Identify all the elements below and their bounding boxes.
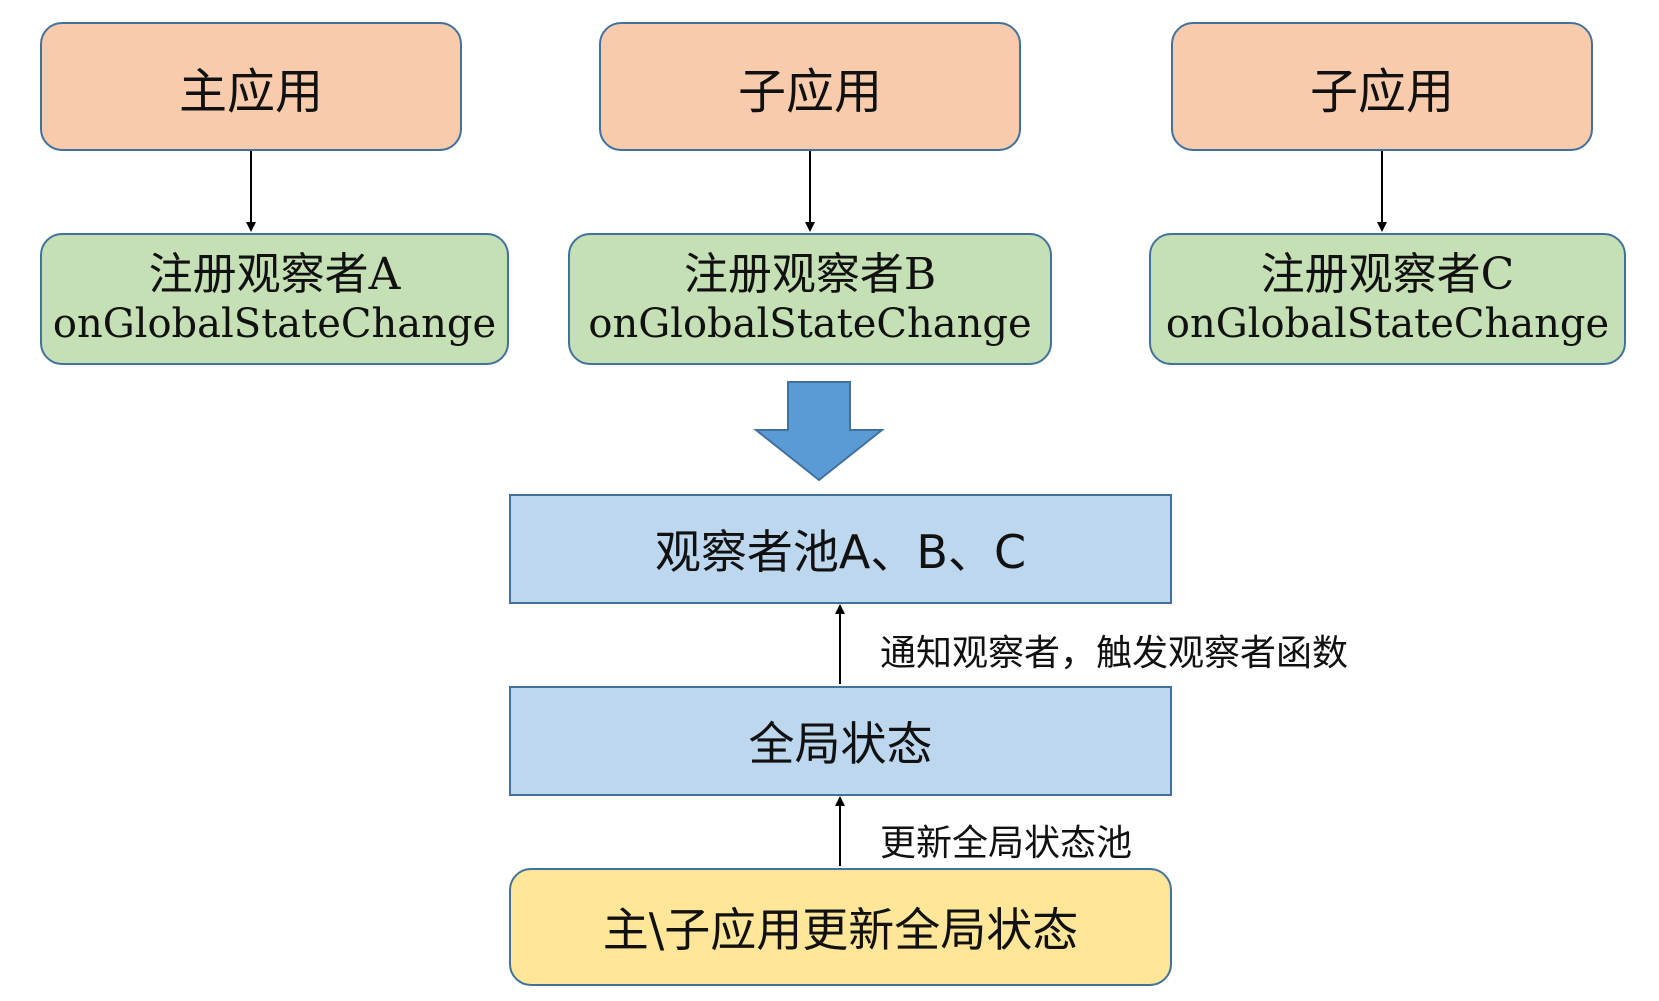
update-state-pool-label: 更新全局状态池 <box>880 823 1133 864</box>
observer-a-box: 注册观察者A onGlobalStateChange <box>40 233 509 365</box>
global-state-label: 全局状态 <box>748 717 933 771</box>
main-app-label: 主应用 <box>178 63 323 120</box>
observer-pool-label: 观察者池A、B、C <box>654 525 1027 579</box>
global-state-box: 全局状态 <box>509 686 1172 796</box>
notify-observers-label: 通知观察者，触发观察者函数 <box>880 633 1349 674</box>
observer-b-method: onGlobalStateChange <box>588 301 1032 348</box>
sub-app-label-2: 子应用 <box>1309 63 1454 120</box>
sub-app-box-1: 子应用 <box>599 22 1021 151</box>
observer-c-title: 注册观察者C <box>1260 249 1515 301</box>
update-global-state-label: 主\子应用更新全局状态 <box>602 903 1079 957</box>
observer-b-title: 注册观察者B <box>683 249 937 301</box>
observer-a-method: onGlobalStateChange <box>52 301 497 348</box>
observer-pool-box: 观察者池A、B、C <box>509 494 1172 604</box>
observer-c-box: 注册观察者C onGlobalStateChange <box>1149 233 1626 365</box>
observer-b-box: 注册观察者B onGlobalStateChange <box>568 233 1052 365</box>
big-down-arrow <box>753 381 885 482</box>
sub-app-label-1: 子应用 <box>737 63 882 120</box>
observer-a-title: 注册观察者A <box>148 249 401 301</box>
update-global-state-box: 主\子应用更新全局状态 <box>509 868 1172 986</box>
sub-app-box-2: 子应用 <box>1171 22 1593 151</box>
observer-c-method: onGlobalStateChange <box>1165 301 1610 348</box>
main-app-box: 主应用 <box>40 22 462 151</box>
